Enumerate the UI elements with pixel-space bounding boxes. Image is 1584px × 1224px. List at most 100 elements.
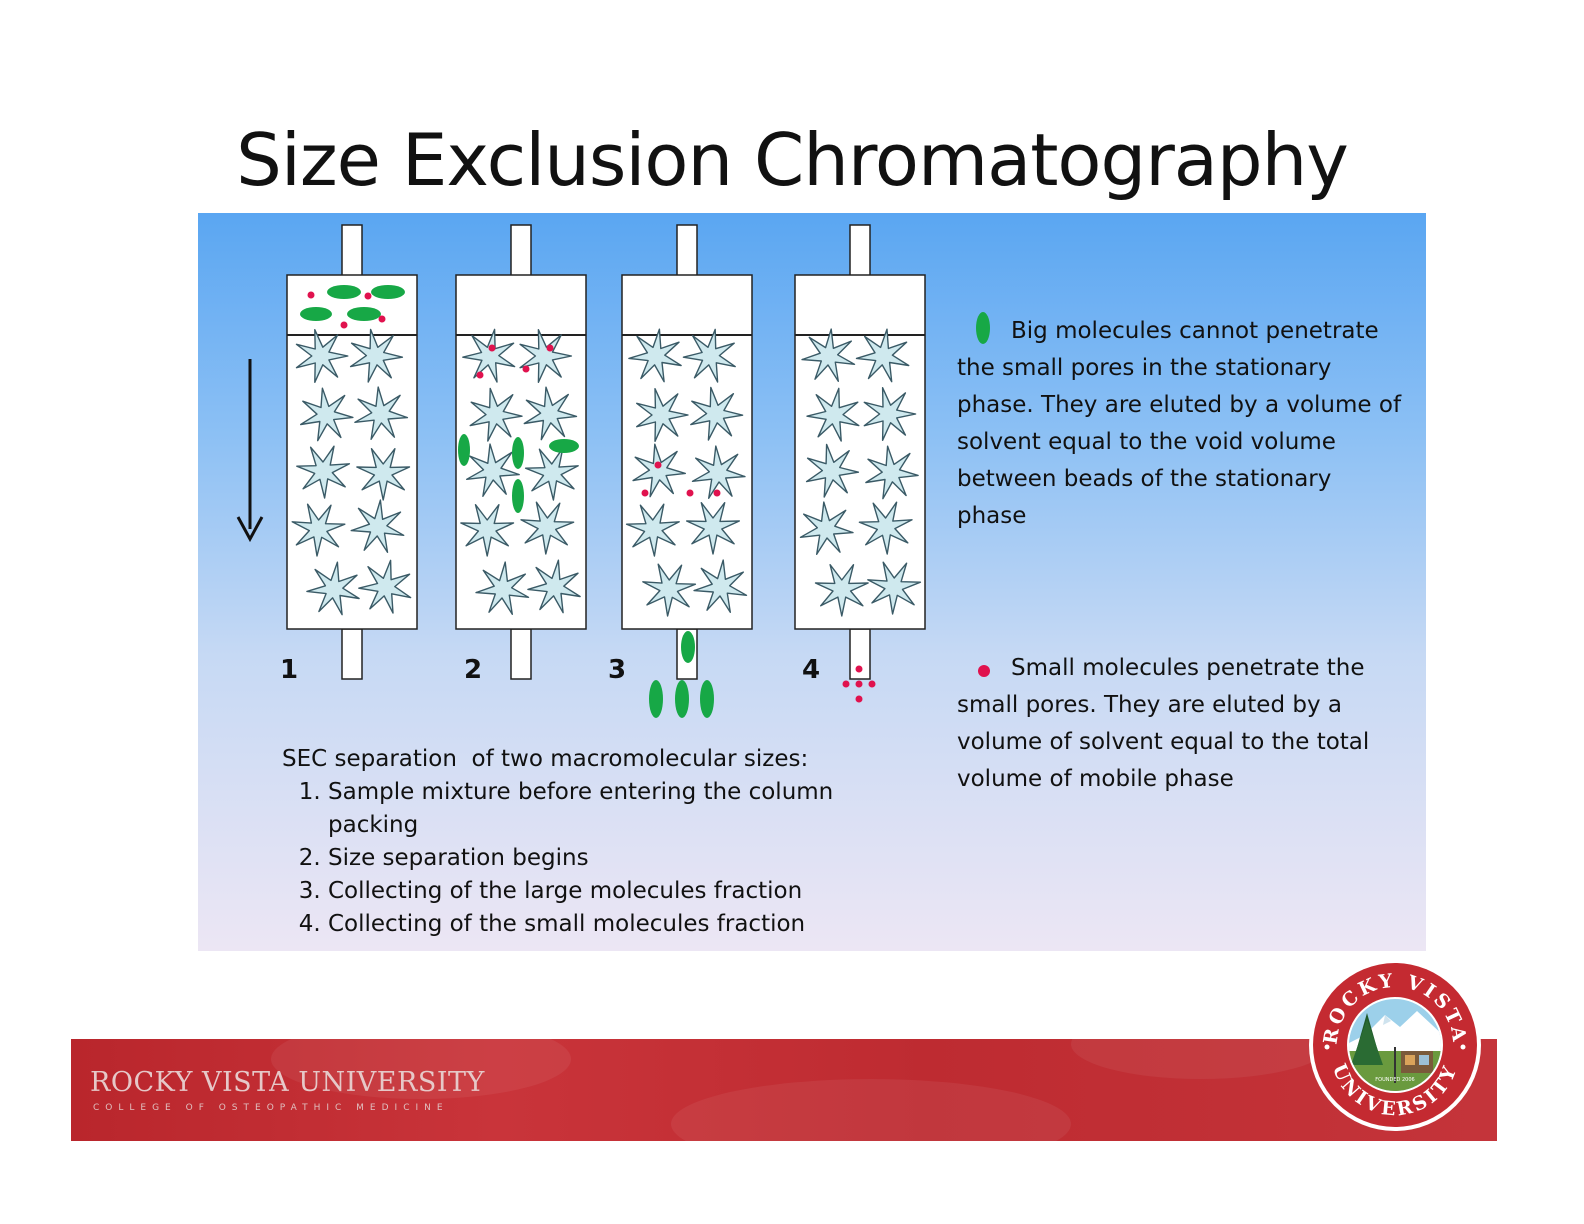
big-molecule	[300, 307, 332, 321]
column-number-4: 4	[802, 655, 821, 685]
stationary-bead	[358, 559, 412, 614]
stationary-bead	[300, 387, 354, 442]
stationary-bead	[524, 447, 579, 501]
small-molecule	[378, 315, 386, 323]
column-inlet-tube	[676, 224, 698, 278]
column-outlet-tube	[510, 628, 532, 680]
small-molecule	[868, 680, 876, 688]
diagram-panel: 1 2 3 4 Big molecules cannot penetrate t…	[198, 213, 1426, 951]
stationary-bead	[806, 387, 860, 442]
columns-diagram	[236, 224, 990, 718]
separation-steps: SEC separation of two macromolecular siz…	[282, 743, 902, 941]
column-inlet-tube	[510, 224, 532, 278]
stationary-bead	[858, 501, 913, 555]
step-item: Collecting of the small molecules fracti…	[328, 908, 902, 941]
stationary-bead	[519, 329, 573, 383]
stationary-bead	[475, 561, 530, 615]
stationary-bead	[520, 501, 575, 555]
step-item: Sample mixture before entering the colum…	[328, 776, 902, 842]
stationary-bead	[356, 448, 411, 501]
stationary-bead	[693, 559, 748, 613]
stationary-bead	[460, 504, 515, 557]
small-molecule	[476, 371, 484, 379]
big-molecule	[347, 307, 381, 321]
small-molecule	[842, 680, 850, 688]
stationary-bead	[867, 561, 922, 615]
steps-list: Sample mixture before entering the colum…	[282, 776, 902, 941]
stationary-bead	[349, 328, 404, 383]
column-number-3: 3	[608, 655, 627, 685]
flow-arrow-head	[236, 516, 264, 543]
big-molecule	[675, 680, 689, 718]
small-molecule	[713, 489, 721, 497]
column-inlet-tube	[849, 224, 871, 278]
small-molecule	[654, 461, 662, 469]
stationary-bead	[863, 387, 917, 441]
brand-name: ROCKY VISTA UNIVERSITY	[90, 1067, 485, 1098]
stationary-bead	[523, 386, 578, 441]
step-item: Collecting of the large molecules fracti…	[328, 875, 902, 908]
stationary-bead	[354, 386, 409, 440]
big-molecule	[681, 631, 695, 663]
footer-band: ROCKY VISTA UNIVERSITY COLLEGE OF OSTEOP…	[71, 1039, 1497, 1141]
small-molecule	[855, 695, 863, 703]
big-molecule	[458, 434, 470, 466]
legend-small-molecule-icon	[978, 665, 990, 677]
stationary-bead	[466, 443, 520, 497]
big-molecule	[327, 285, 361, 299]
big-molecule	[512, 479, 524, 513]
small-molecule	[340, 321, 348, 329]
big-molecule	[649, 680, 663, 718]
steps-heading: SEC separation of two macromolecular siz…	[282, 746, 809, 772]
stationary-bead	[632, 443, 686, 498]
stationary-bead	[682, 328, 736, 383]
small-molecule	[307, 291, 315, 299]
small-molecule	[546, 344, 554, 352]
slide-title: Size Exclusion Chromatography	[236, 118, 1349, 202]
stationary-bead	[306, 561, 360, 616]
stationary-bead	[628, 328, 682, 383]
legend-big-molecule-icon	[976, 312, 990, 344]
column-outlet-tube	[341, 628, 363, 680]
step-item: Size separation begins	[328, 842, 902, 875]
stationary-bead	[295, 329, 349, 383]
stationary-bead	[814, 564, 869, 617]
small-molecule	[855, 680, 863, 688]
stationary-bead	[805, 443, 860, 498]
stationary-bead	[469, 387, 523, 442]
small-molecule	[364, 292, 372, 300]
stationary-bead	[636, 388, 689, 442]
small-molecule	[522, 365, 530, 373]
small-molecule	[686, 489, 694, 497]
big-molecules-description: Big molecules cannot penetrate the small…	[957, 318, 1402, 529]
stationary-bead	[801, 328, 856, 382]
small-molecule	[855, 665, 863, 673]
stationary-bead	[642, 563, 697, 617]
stationary-bead	[291, 503, 346, 557]
brand-subtitle: COLLEGE OF OSTEOPATHIC MEDICINE	[93, 1103, 449, 1113]
stationary-bead	[855, 328, 910, 383]
column-number-1: 1	[280, 655, 299, 685]
big-molecule	[512, 437, 524, 469]
small-molecule	[488, 344, 496, 352]
stationary-bead	[350, 499, 405, 553]
stationary-bead	[625, 503, 680, 557]
column-body	[794, 274, 926, 630]
column-inlet-tube	[341, 224, 363, 278]
stationary-bead	[799, 501, 854, 555]
stationary-bead	[686, 502, 740, 555]
stationary-bead	[865, 445, 919, 500]
stationary-bead	[690, 386, 744, 441]
stationary-bead	[296, 445, 351, 499]
stationary-bead	[691, 445, 746, 499]
column-number-2: 2	[464, 655, 483, 685]
big-molecule	[549, 439, 579, 453]
column-body	[286, 274, 418, 630]
small-molecule	[641, 489, 649, 497]
seal-founded-text: FOUNDED 2006	[1375, 1077, 1414, 1083]
stationary-bead	[527, 559, 581, 614]
small-molecules-description: Small molecules penetrate the small pore…	[957, 655, 1370, 792]
big-molecule	[700, 680, 714, 718]
university-seal-logo: ROCKY VISTA UNIVERSITY FOUNDED 2006	[1309, 959, 1481, 1131]
big-molecule	[371, 285, 405, 299]
